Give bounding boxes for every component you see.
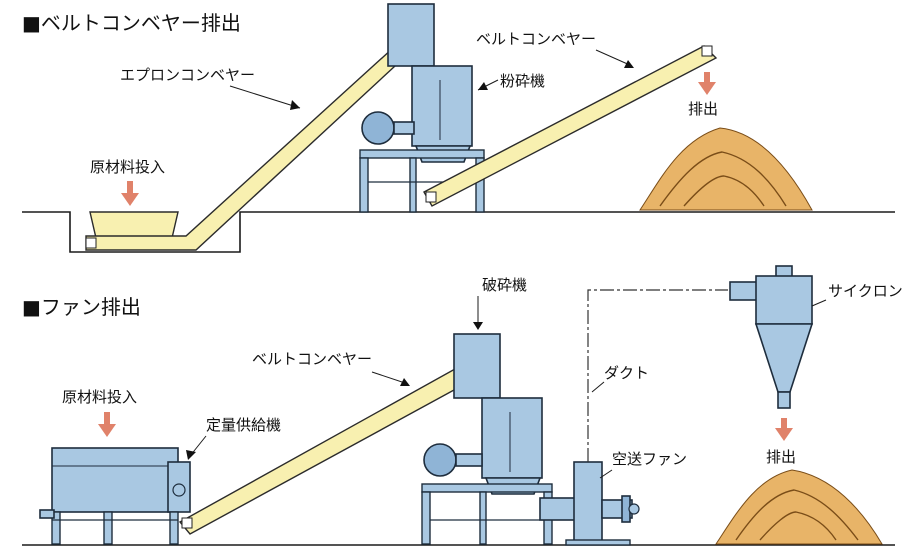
feeder-leader-arrow-icon <box>186 450 196 460</box>
top-crusher-label: 粉砕機 <box>500 72 545 90</box>
apron-leader-arrow-icon <box>290 100 300 110</box>
top-material-pile <box>639 127 813 211</box>
bottom-belt-leader-arrow-icon <box>400 378 410 386</box>
crusher2-leader-arrow-icon <box>473 322 483 330</box>
top-belt-conveyor <box>423 45 718 207</box>
cyclone-leader-line <box>811 299 827 307</box>
bottom-crusher-label: 破砕機 <box>482 276 527 294</box>
duct <box>587 289 728 462</box>
crusher-leader-arrow-icon <box>478 82 488 90</box>
duct-label: ダクト <box>604 364 649 382</box>
bottom-raw-input-label: 原材料投入 <box>62 388 137 406</box>
bottom-belt-conveyor-label: ベルトコンベヤー <box>252 350 372 368</box>
apron-leader-line <box>229 85 301 109</box>
transfer-fan <box>565 461 640 546</box>
bottom-crusher <box>421 333 553 545</box>
bottom-section-title: ■ファン排出 <box>22 295 141 319</box>
top-hopper <box>89 211 179 239</box>
top-section-title: ■ベルトコンベヤー排出 <box>22 11 241 35</box>
top-ground-line <box>22 211 895 253</box>
top-crusher <box>359 3 485 213</box>
bottom-discharge-label: 排出 <box>766 448 796 466</box>
top-discharge-arrow-icon <box>698 72 716 95</box>
bottom-discharge-arrow-icon <box>775 418 793 441</box>
cyclone-label: サイクロン <box>828 282 903 300</box>
top-discharge-label: 排出 <box>688 100 718 118</box>
top-input-arrow-icon <box>121 181 139 206</box>
bottom-material-pile <box>715 469 883 545</box>
belt-leader-line <box>595 49 633 67</box>
fan-label: 空送ファン <box>612 450 687 468</box>
top-raw-input-label: 原材料投入 <box>90 158 165 176</box>
bottom-input-arrow-icon <box>98 412 116 437</box>
feeder-machine <box>39 447 191 545</box>
feeder-label: 定量供給機 <box>206 416 281 434</box>
top-belt-conveyor-label: ベルトコンベヤー <box>476 30 596 48</box>
belt-leader-arrow-icon <box>624 60 634 68</box>
fan-leader-line <box>599 469 613 479</box>
cyclone <box>729 265 814 409</box>
duct-leader-line <box>591 381 605 393</box>
apron-conveyor-label: エプロンコンベヤー <box>120 66 255 84</box>
